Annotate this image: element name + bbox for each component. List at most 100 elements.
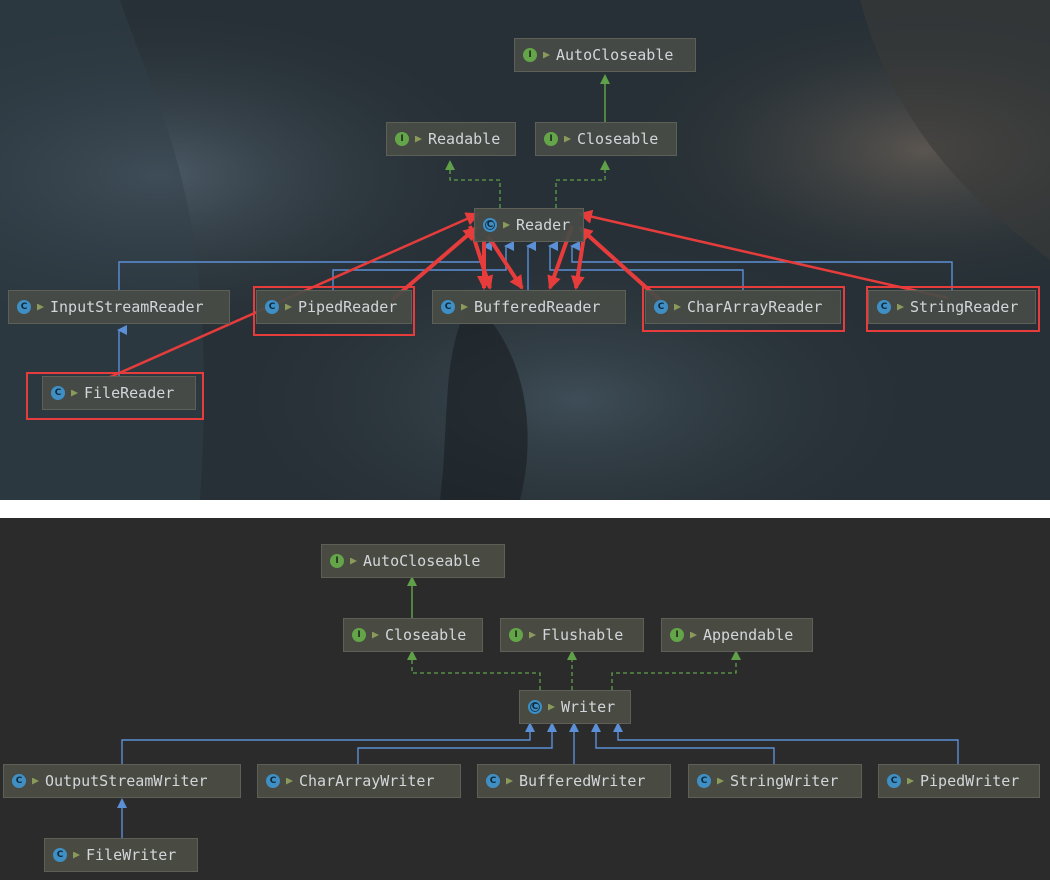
node-stringreader[interactable]: C StringReader <box>868 290 1036 324</box>
interface-icon: I <box>330 554 344 568</box>
node-label: PipedWriter <box>920 772 1020 790</box>
node-autocloseable[interactable]: I AutoCloseable <box>321 544 505 578</box>
node-readable[interactable]: I Readable <box>386 122 516 156</box>
class-icon: C <box>887 774 901 788</box>
node-label: InputStreamReader <box>50 298 204 316</box>
public-visibility-icon <box>506 777 513 785</box>
node-chararraywriter[interactable]: C CharArrayWriter <box>257 764 461 798</box>
node-label: StringWriter <box>730 772 839 790</box>
class-icon: C <box>12 774 26 788</box>
node-outputstreamwriter[interactable]: C OutputStreamWriter <box>3 764 241 798</box>
edge-reader-closeable <box>555 160 610 208</box>
node-label: Writer <box>561 698 616 716</box>
interface-icon: I <box>509 628 523 642</box>
node-flushable[interactable]: I Flushable <box>500 618 644 652</box>
writer-diagram-panel: I AutoCloseable I Closeable I Flushable … <box>0 518 1050 880</box>
node-label: OutputStreamWriter <box>45 772 208 790</box>
edge-stringreader-reader <box>570 241 953 290</box>
node-label: BufferedReader <box>474 298 601 316</box>
node-reader[interactable]: C Reader <box>474 208 584 242</box>
interface-icon: I <box>395 132 409 146</box>
node-pipedreader[interactable]: C PipedReader <box>256 290 412 324</box>
highlight-stringreader <box>866 286 1040 332</box>
edge-pipedwriter-writer <box>613 722 959 764</box>
abstract-class-icon: C <box>483 218 497 232</box>
class-icon: C <box>51 386 65 400</box>
class-icon: C <box>265 300 279 314</box>
public-visibility-icon <box>564 135 571 143</box>
public-visibility-icon <box>897 303 904 311</box>
public-visibility-icon <box>415 135 422 143</box>
public-visibility-icon <box>37 303 44 311</box>
node-label: FileReader <box>84 384 175 402</box>
abstract-class-icon: C <box>528 700 542 714</box>
edge-pipedreader-reader <box>332 241 514 290</box>
public-visibility-icon <box>907 777 914 785</box>
node-label: Closeable <box>385 626 467 644</box>
reader-edges <box>107 74 953 380</box>
public-visibility-icon <box>71 389 78 397</box>
node-label: FileWriter <box>86 846 177 864</box>
node-autocloseable[interactable]: I AutoCloseable <box>514 38 696 72</box>
interface-icon: I <box>352 628 366 642</box>
node-closeable[interactable]: I Closeable <box>343 618 483 652</box>
reader-diagram-panel: I AutoCloseable I Readable I Closeable C… <box>0 0 1050 500</box>
node-label: BufferedWriter <box>519 772 646 790</box>
public-visibility-icon <box>543 51 550 59</box>
class-icon: C <box>266 774 280 788</box>
class-icon: C <box>486 774 500 788</box>
public-visibility-icon <box>717 777 724 785</box>
node-label: AutoCloseable <box>556 46 674 64</box>
node-filewriter[interactable]: C FileWriter <box>44 838 198 872</box>
highlight-chararrayreader <box>642 286 845 332</box>
public-visibility-icon <box>286 777 293 785</box>
node-label: PipedReader <box>298 298 398 316</box>
public-visibility-icon <box>285 303 292 311</box>
edge-chararrayreader-reader <box>548 241 744 290</box>
node-filereader[interactable]: C FileReader <box>42 376 196 410</box>
interface-icon: I <box>544 132 558 146</box>
node-pipedwriter[interactable]: C PipedWriter <box>878 764 1040 798</box>
public-visibility-icon <box>529 631 536 639</box>
node-bufferedwriter[interactable]: C BufferedWriter <box>477 764 671 798</box>
public-visibility-icon <box>461 303 468 311</box>
node-bufferedreader[interactable]: C BufferedReader <box>432 290 626 324</box>
background-artwork <box>0 0 1050 500</box>
node-label: Appendable <box>703 626 794 644</box>
node-writer[interactable]: C Writer <box>519 690 631 724</box>
public-visibility-icon <box>350 557 357 565</box>
public-visibility-icon <box>73 851 80 859</box>
edge-writer-appendable <box>611 650 741 690</box>
class-icon: C <box>697 774 711 788</box>
highlight-pipedreader <box>253 286 415 336</box>
node-label: CharArrayReader <box>687 298 823 316</box>
interface-icon: I <box>523 48 537 62</box>
public-visibility-icon <box>674 303 681 311</box>
edge-reader-readable <box>445 160 501 208</box>
node-label: Reader <box>516 216 571 234</box>
class-icon: C <box>53 848 67 862</box>
node-inputstreamreader[interactable]: C InputStreamReader <box>8 290 230 324</box>
writer-edges <box>117 576 959 838</box>
node-appendable[interactable]: I Appendable <box>661 618 813 652</box>
node-label: AutoCloseable <box>363 552 481 570</box>
edge-writer-closeable <box>407 650 541 690</box>
node-label: Readable <box>428 130 501 148</box>
node-label: CharArrayWriter <box>299 772 435 790</box>
node-label: Flushable <box>542 626 624 644</box>
public-visibility-icon <box>690 631 697 639</box>
public-visibility-icon <box>372 631 379 639</box>
node-stringwriter[interactable]: C StringWriter <box>688 764 862 798</box>
node-label: Closeable <box>577 130 659 148</box>
edge-outputstreamwriter-writer <box>121 722 535 764</box>
public-visibility-icon <box>503 221 510 229</box>
class-icon: C <box>877 300 891 314</box>
node-closeable[interactable]: I Closeable <box>535 122 677 156</box>
node-chararrayreader[interactable]: C CharArrayReader <box>645 290 841 324</box>
interface-icon: I <box>670 628 684 642</box>
public-visibility-icon <box>548 703 555 711</box>
public-visibility-icon <box>32 777 39 785</box>
edge-stringwriter-writer <box>591 722 775 764</box>
class-icon: C <box>17 300 31 314</box>
class-icon: C <box>654 300 668 314</box>
